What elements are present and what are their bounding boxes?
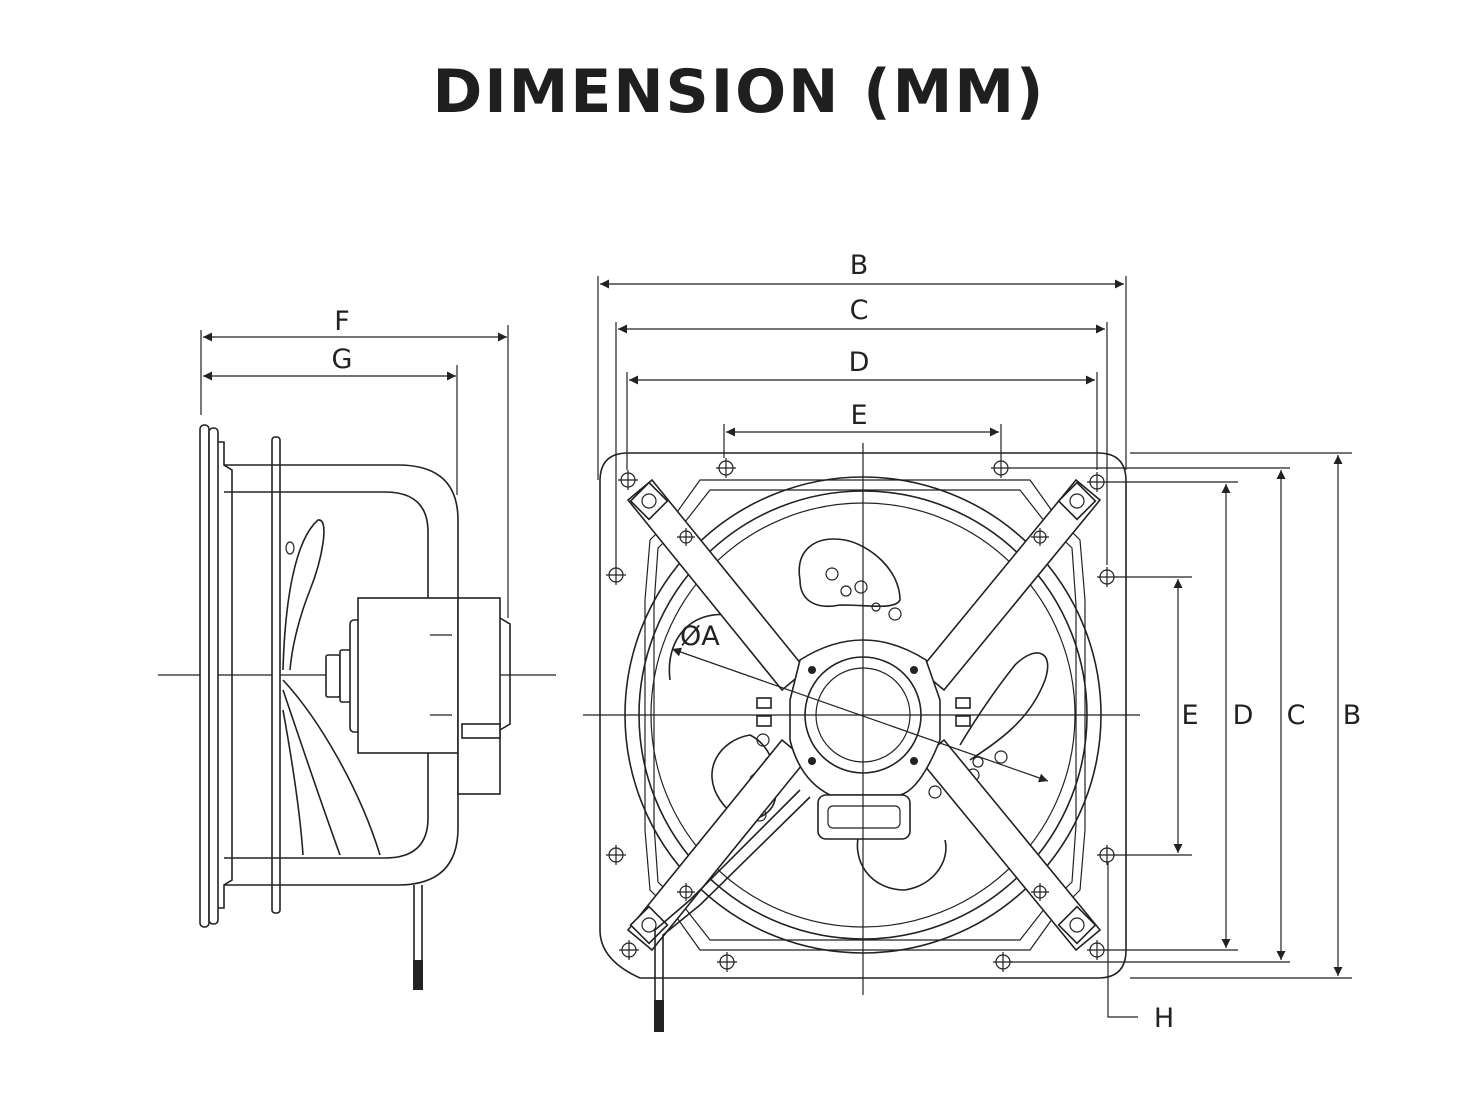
mounting-holes: [606, 458, 1117, 972]
page-title: DIMENSION (MM): [432, 57, 1046, 127]
label-b-top: B: [850, 250, 869, 281]
label-c-top: C: [850, 295, 869, 326]
label-e-side: E: [1181, 700, 1198, 731]
front-view: [583, 276, 1352, 1032]
label-h: H: [1154, 1003, 1174, 1034]
label-c-side: C: [1287, 700, 1306, 731]
label-e-top: E: [850, 400, 867, 431]
side-view: [158, 325, 556, 990]
label-f: F: [334, 306, 350, 337]
label-diameter-a: ØA: [680, 621, 720, 652]
label-g: G: [332, 344, 353, 375]
label-b-side: B: [1343, 700, 1362, 731]
label-d-side: D: [1233, 700, 1254, 731]
label-d-top: D: [849, 347, 870, 378]
